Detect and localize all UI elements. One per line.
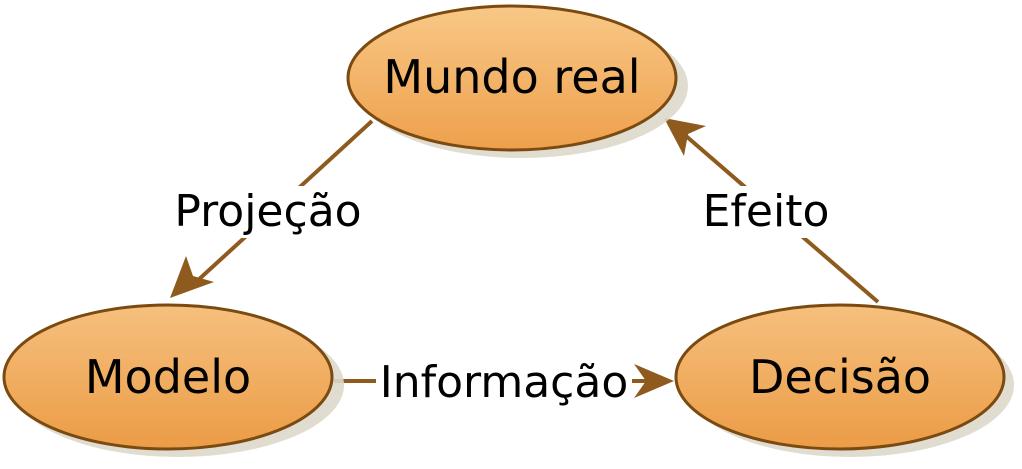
node-decisao: Decisão — [674, 303, 1014, 457]
arrowhead-projecao-icon — [170, 256, 214, 298]
arrowhead-informacao-icon — [634, 364, 674, 398]
edge-label-efeito: Efeito — [703, 186, 830, 237]
node-label-mundo-real: Mundo real — [383, 50, 640, 104]
arrowhead-efeito-icon — [664, 118, 706, 156]
edge-label-bg-efeito — [696, 186, 836, 238]
node-mundo-real: Mundo real — [346, 4, 688, 158]
node-label-decisao: Decisão — [749, 350, 931, 404]
edge-label-informacao: Informação — [380, 357, 629, 408]
node-ellipse — [674, 303, 1006, 451]
edge-label-projecao: Projeção — [174, 186, 361, 237]
node-label-modelo: Modelo — [85, 350, 251, 404]
edge-label-bg-projecao — [170, 186, 370, 238]
edge-label-bg-informacao — [376, 352, 632, 410]
node-modelo: Modelo — [2, 303, 344, 457]
node-ellipse — [346, 4, 678, 152]
node-ellipse — [2, 303, 334, 451]
